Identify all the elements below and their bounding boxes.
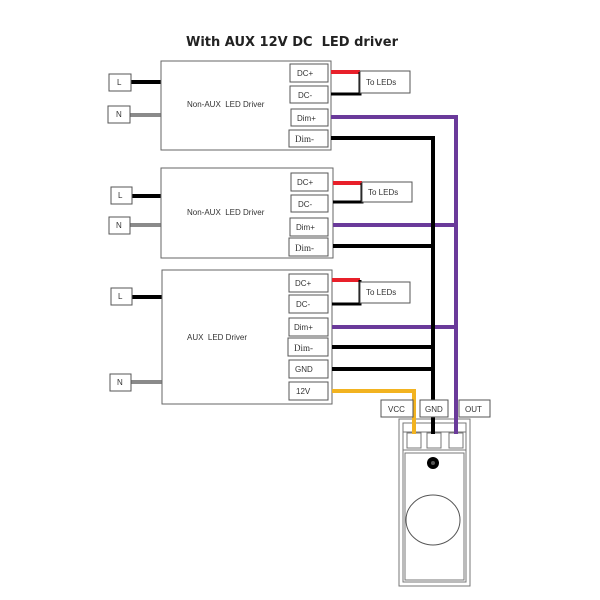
dc-minus-wire	[331, 72, 362, 96]
neutral-input-box	[108, 216, 131, 235]
terminal-label: DC-	[296, 300, 311, 309]
dimmer-terminal-out	[448, 432, 464, 449]
driver-name: Non-AUX LED Driver	[187, 208, 265, 217]
terminal-label: GND	[295, 365, 313, 374]
terminal-dim-minus	[288, 237, 329, 257]
terminal-dim-plus	[288, 317, 329, 337]
terminal-dc-minus	[289, 85, 329, 104]
terminal-label: DC+	[297, 69, 314, 78]
to-leds-box	[361, 181, 413, 203]
live-input-label: L	[117, 78, 122, 87]
terminal-label: Dim-	[295, 243, 314, 253]
to-leds-box	[359, 70, 411, 94]
driver-3-aux: L N AUX LED Driver DC+ DC- Dim+ Dim- GND…	[109, 269, 411, 405]
dimmer-terminal-gnd	[426, 432, 442, 449]
dimmer-indicator-center	[431, 461, 435, 465]
dimmer-vcc-label: VCC	[388, 405, 405, 414]
dimmer-device	[398, 418, 471, 587]
driver-name: AUX LED Driver	[187, 333, 247, 342]
live-input-box	[110, 287, 133, 306]
terminal-dc-plus	[288, 273, 329, 293]
terminal-dc-plus	[290, 172, 329, 192]
live-input-box	[108, 73, 132, 92]
dimmer-out-label-box	[458, 399, 491, 418]
terminal-gnd	[288, 359, 329, 379]
to-leds-box	[359, 281, 411, 304]
terminal-label: Dim+	[297, 114, 316, 123]
driver-1: L N Non-AUX LED Driver DC+ DC- Dim+ Dim-…	[107, 60, 411, 151]
terminal-label: Dim+	[296, 223, 315, 232]
terminal-dc-minus	[290, 194, 329, 213]
terminal-label: DC-	[298, 200, 313, 209]
terminal-dc-minus	[288, 294, 329, 314]
terminal-label: DC+	[295, 279, 312, 288]
to-leds-label: To LEDs	[366, 288, 396, 297]
terminal-dim-minus	[287, 337, 329, 357]
terminal-dim-plus	[289, 217, 329, 237]
live-input-label: L	[118, 191, 123, 200]
terminal-dim-plus	[290, 108, 329, 127]
dimmer-gnd-label: GND	[425, 405, 443, 414]
dc-minus-wire	[333, 183, 364, 204]
to-leds-label: To LEDs	[368, 188, 398, 197]
terminal-dim-minus	[288, 129, 329, 148]
terminal-label: Dim-	[294, 343, 313, 353]
dim-minus-bus-wire	[331, 136, 435, 432]
dimmer-terminal-vcc	[406, 432, 422, 449]
dimmer-knob[interactable]	[405, 494, 461, 546]
neutral-input-label: N	[117, 378, 123, 387]
neutral-input-box	[107, 105, 131, 124]
terminal-label: 12V	[296, 387, 311, 396]
driver-2: L N Non-AUX LED Driver DC+ DC- Dim+ Dim-…	[108, 167, 413, 259]
terminal-label: DC+	[297, 178, 314, 187]
neutral-input-box	[109, 373, 132, 392]
dimmer-vcc-label-box	[380, 399, 414, 418]
terminal-12v	[288, 381, 329, 401]
terminal-dc-plus	[289, 63, 329, 83]
driver-name: Non-AUX LED Driver	[187, 100, 265, 109]
live-input-box	[110, 186, 133, 205]
to-leds-label: To LEDs	[366, 78, 396, 87]
dimmer-faceplate	[404, 452, 465, 581]
dimmer-gnd-label-box	[419, 399, 449, 418]
dc-minus-wire	[332, 280, 362, 306]
terminal-label: Dim+	[294, 323, 313, 332]
diagram-title: With AUX 12V DC LED driver	[186, 35, 399, 50]
neutral-input-label: N	[116, 221, 122, 230]
neutral-input-label: N	[116, 110, 122, 119]
dim-plus-bus-wire	[331, 115, 458, 432]
dimmer-out-label: OUT	[465, 405, 482, 414]
terminal-label: Dim-	[295, 134, 314, 144]
terminal-label: DC-	[298, 91, 313, 100]
live-input-label: L	[118, 292, 123, 301]
